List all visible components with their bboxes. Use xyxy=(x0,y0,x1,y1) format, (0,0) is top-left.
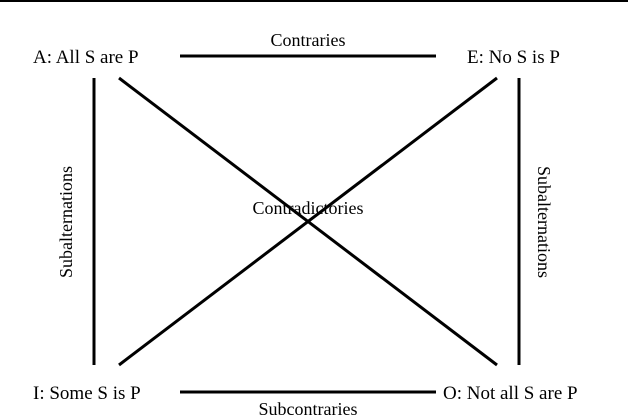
corner-i-label: I: Some S is P xyxy=(33,383,141,404)
corner-e-label: E: No S is P xyxy=(467,47,560,68)
contraries-label: Contraries xyxy=(271,30,346,50)
corner-o-label: O: Not all S are P xyxy=(443,383,578,404)
subalternations-left-label: Subalternations xyxy=(56,166,76,278)
contradictories-label: Contradictories xyxy=(253,198,364,218)
contradictory-diagonal-e-i xyxy=(118,76,498,367)
corner-a-label: A: All S are P xyxy=(33,47,139,68)
subalternations-right-label: Subalternations xyxy=(534,166,554,278)
subcontraries-label: Subcontraries xyxy=(259,399,358,416)
